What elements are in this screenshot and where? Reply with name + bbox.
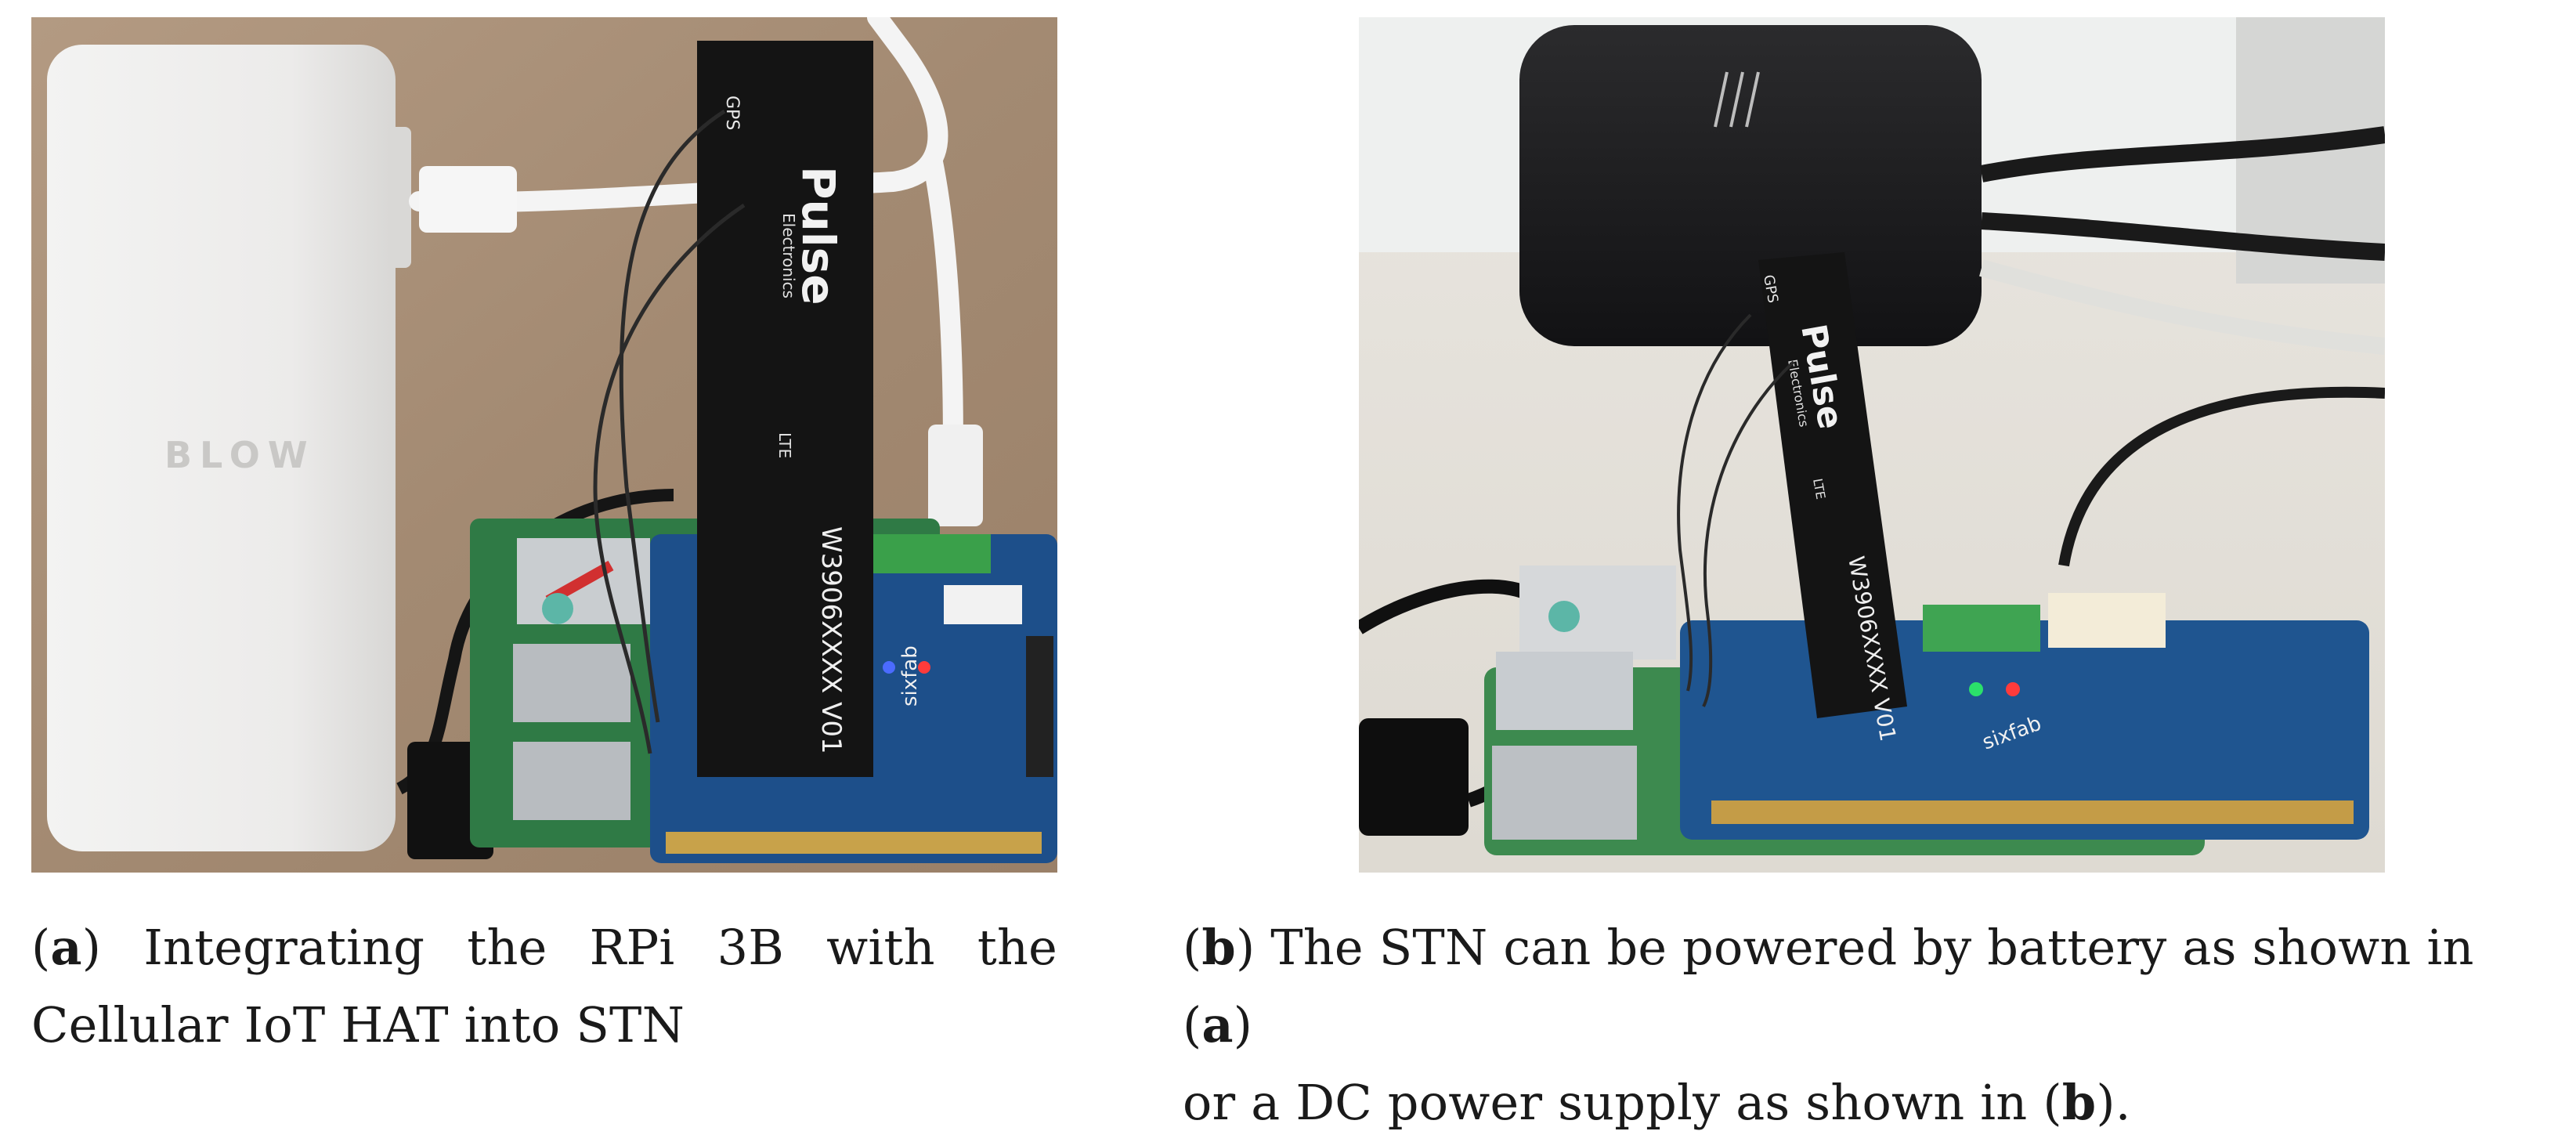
- caption-b-text-3: or a DC power supply as shown in (: [1183, 1074, 2062, 1132]
- caption-b-ref-b: b: [2061, 1074, 2097, 1132]
- photo-a: BLOW sixfab: [31, 17, 1057, 873]
- caption-a-label: a: [50, 919, 82, 976]
- hat-brand-text: sixfab: [898, 645, 922, 707]
- caption-b-text-4: ).: [2096, 1074, 2131, 1132]
- antenna: GPS Pulse Electronics LTE W3906XXXX V01: [1758, 252, 1907, 743]
- photo-panel-b: sixfab GPS Pulse Electronics LTE W3906XX…: [1359, 17, 2385, 873]
- photo-panel-a: BLOW sixfab: [31, 17, 1057, 873]
- caption-b: (b) The STN can be powered by battery as…: [1183, 919, 2474, 1132]
- antenna: GPS Pulse Electronics LTE W3906XXXX V01: [697, 41, 873, 777]
- power-bank-brand: BLOW: [164, 434, 316, 476]
- caption-b-label: b: [1201, 919, 1236, 976]
- lte-label: LTE: [775, 432, 794, 458]
- photo-b: sixfab GPS Pulse Electronics LTE W3906XX…: [1359, 17, 2385, 873]
- power-bank: BLOW: [47, 45, 411, 851]
- caption-b-text-1: The STN can be powered by battery as sho…: [1183, 919, 2474, 1054]
- caption-b-text-2: ): [1233, 996, 1253, 1054]
- caption-b-ref-a: a: [1201, 996, 1234, 1054]
- dc-power-dock: [1519, 25, 1982, 346]
- antenna-sub: Electronics: [779, 213, 798, 298]
- antenna-model: W3906XXXX V01: [815, 526, 847, 754]
- caption-a: (a) Integrating the RPi 3B with the Cell…: [31, 919, 1057, 1054]
- cellular-iot-hat: sixfab: [1680, 593, 2369, 840]
- caption-a-text: Integrating the RPi 3B with the Cellular…: [31, 919, 1057, 1054]
- lte-label: LTE: [1810, 477, 1828, 500]
- antenna-brand: Pulse: [792, 166, 845, 305]
